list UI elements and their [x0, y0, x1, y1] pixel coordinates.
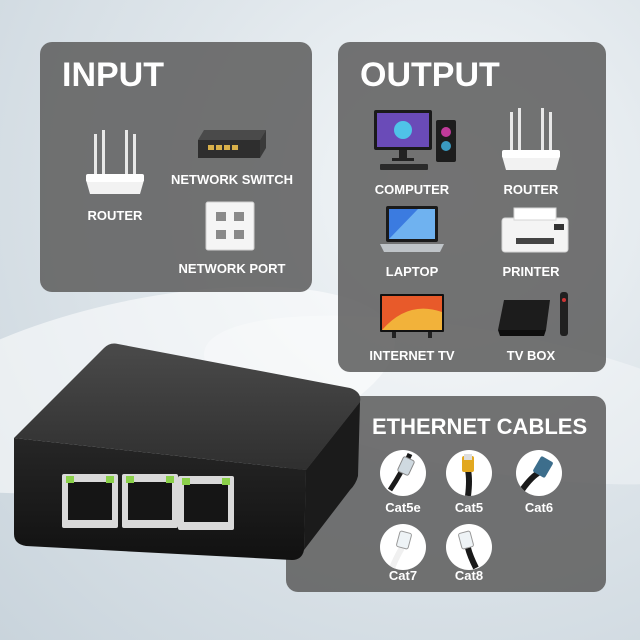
router-icon — [86, 130, 144, 194]
computer-label: COMPUTER — [374, 182, 450, 197]
cat5-cable-icon — [446, 450, 492, 496]
cables-title: ETHERNET CABLES — [372, 414, 588, 439]
network-port-label: NETWORK PORT — [178, 261, 286, 276]
tv-icon — [380, 294, 444, 338]
output-title: OUTPUT — [360, 56, 500, 94]
output-router-icon — [502, 108, 560, 170]
network-switch-label: NETWORK SWITCH — [170, 172, 294, 187]
rj45-port-2 — [122, 474, 178, 528]
cat8-cable-icon — [446, 524, 492, 570]
cat7-label: Cat7 — [388, 568, 418, 583]
tv-box-label: TV BOX — [506, 348, 556, 363]
printer-icon — [501, 207, 569, 253]
input-title: INPUT — [62, 56, 164, 94]
cat7-cable-icon — [380, 524, 426, 570]
network-switch-icon — [198, 130, 266, 158]
laptop-icon — [380, 206, 444, 252]
output-router-label: ROUTER — [503, 182, 559, 197]
input-panel — [40, 42, 312, 292]
internet-tv-label: INTERNET TV — [369, 348, 455, 363]
laptop-label: LAPTOP — [385, 264, 439, 279]
cat6-label: Cat6 — [524, 500, 554, 515]
printer-label: PRINTER — [502, 264, 560, 279]
cat8-label: Cat8 — [454, 568, 484, 583]
cat5e-label: Cat5e — [385, 500, 421, 515]
rj45-port-1 — [62, 474, 118, 528]
cat6-cable-icon — [516, 450, 562, 496]
cat5-label: Cat5 — [454, 500, 484, 515]
network-port-icon — [205, 201, 255, 251]
cat5e-cable-icon — [380, 450, 426, 496]
input-router-label: ROUTER — [87, 208, 143, 223]
tv-box-icon — [498, 292, 568, 336]
computer-icon — [374, 110, 456, 170]
ethernet-switch-product — [14, 343, 361, 560]
rj45-port-3 — [178, 476, 234, 530]
